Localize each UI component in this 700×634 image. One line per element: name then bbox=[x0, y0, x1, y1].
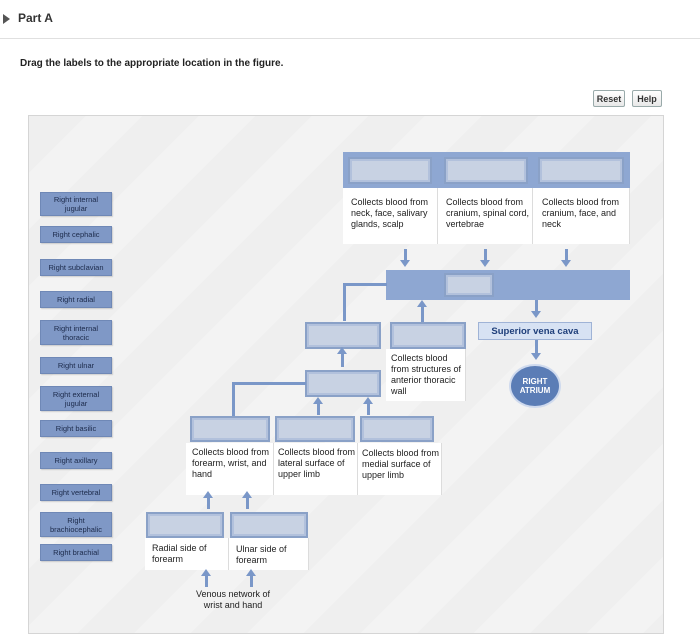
label-tile[interactable]: Right external jugular bbox=[40, 386, 112, 411]
connector-line bbox=[232, 382, 235, 416]
down-arrow-icon bbox=[531, 340, 541, 360]
part-label: Part A bbox=[18, 11, 53, 25]
text-panel bbox=[186, 443, 274, 495]
label-tile[interactable]: Right cephalic bbox=[40, 226, 112, 243]
up-arrow-icon bbox=[417, 300, 427, 322]
head-neck-description: Collects blood from neck, face, salivary… bbox=[351, 197, 429, 229]
label-tile[interactable]: Right internal jugular bbox=[40, 192, 112, 216]
label-tile[interactable]: Right axillary bbox=[40, 452, 112, 469]
part-a-header[interactable]: Part A bbox=[0, 8, 700, 30]
down-arrow-icon bbox=[480, 249, 490, 267]
text-panel bbox=[533, 188, 630, 244]
thoracic-wall-description: Collects blood from structures of anteri… bbox=[391, 353, 462, 396]
label-tile[interactable]: Right brachial bbox=[40, 544, 112, 561]
drop-zone[interactable] bbox=[190, 416, 270, 442]
upper-limb-description: Collects blood from medial surface of up… bbox=[362, 448, 440, 480]
upper-limb-description: Collects blood from lateral surface of u… bbox=[278, 447, 356, 479]
superior-vena-cava-label: Superior vena cava bbox=[478, 322, 592, 340]
head-neck-description: Collects blood from cranium, face, and n… bbox=[542, 197, 620, 229]
reset-button[interactable]: Reset bbox=[593, 90, 625, 107]
forearm-description: Radial side of forearm bbox=[152, 543, 207, 564]
venous-network-label: Venous network of wrist and hand bbox=[195, 589, 271, 610]
up-arrow-icon bbox=[313, 397, 323, 415]
down-arrow-icon bbox=[400, 249, 410, 267]
drop-zone[interactable] bbox=[390, 322, 466, 349]
label-tile[interactable]: Right brachiocephalic bbox=[40, 512, 112, 537]
drop-zone[interactable] bbox=[305, 370, 381, 397]
label-tile[interactable]: Right radial bbox=[40, 291, 112, 308]
up-arrow-icon bbox=[337, 347, 347, 367]
down-arrow-icon bbox=[531, 300, 541, 318]
instructions: Drag the labels to the appropriate locat… bbox=[20, 58, 284, 69]
collapse-triangle-icon[interactable] bbox=[3, 14, 10, 24]
label-tile[interactable]: Right vertebral bbox=[40, 484, 112, 501]
drop-zone[interactable] bbox=[538, 157, 624, 184]
label-tile[interactable]: Right ulnar bbox=[40, 357, 112, 374]
text-panel bbox=[229, 538, 309, 570]
drop-zone[interactable] bbox=[444, 273, 494, 297]
label-tile[interactable]: Right subclavian bbox=[40, 259, 112, 276]
down-arrow-icon bbox=[561, 249, 571, 267]
drop-zone[interactable] bbox=[360, 416, 434, 442]
drop-zone[interactable] bbox=[444, 157, 528, 184]
right-atrium-circle: RIGHT ATRIUM bbox=[509, 364, 561, 408]
drop-zone[interactable] bbox=[146, 512, 224, 538]
text-panel bbox=[438, 188, 533, 244]
text-panel bbox=[274, 443, 358, 495]
brachiocephalic-band bbox=[386, 270, 630, 300]
connector-line bbox=[343, 283, 387, 286]
text-panel bbox=[145, 538, 229, 570]
drop-zone[interactable] bbox=[275, 416, 355, 442]
up-arrow-icon bbox=[363, 397, 373, 415]
label-tile[interactable]: Right basilic bbox=[40, 420, 112, 437]
up-arrow-icon bbox=[201, 569, 211, 587]
drop-zone[interactable] bbox=[305, 322, 381, 349]
text-panel bbox=[343, 188, 438, 244]
up-arrow-icon bbox=[242, 491, 252, 509]
connector-line bbox=[343, 283, 346, 321]
header-divider bbox=[0, 38, 700, 39]
connector-line bbox=[232, 382, 306, 385]
forearm-description: Ulnar side of forearm bbox=[236, 544, 287, 565]
upper-limb-description: Collects blood from forearm, wrist, and … bbox=[192, 447, 270, 479]
head-neck-description: Collects blood from cranium, spinal cord… bbox=[446, 197, 530, 229]
text-panel bbox=[386, 349, 466, 401]
drop-zone[interactable] bbox=[230, 512, 308, 538]
up-arrow-icon bbox=[203, 491, 213, 509]
label-tile[interactable]: Right internal thoracic bbox=[40, 320, 112, 345]
drop-zone[interactable] bbox=[348, 157, 432, 184]
up-arrow-icon bbox=[246, 569, 256, 587]
help-button[interactable]: Help bbox=[632, 90, 662, 107]
text-panel bbox=[358, 443, 442, 495]
